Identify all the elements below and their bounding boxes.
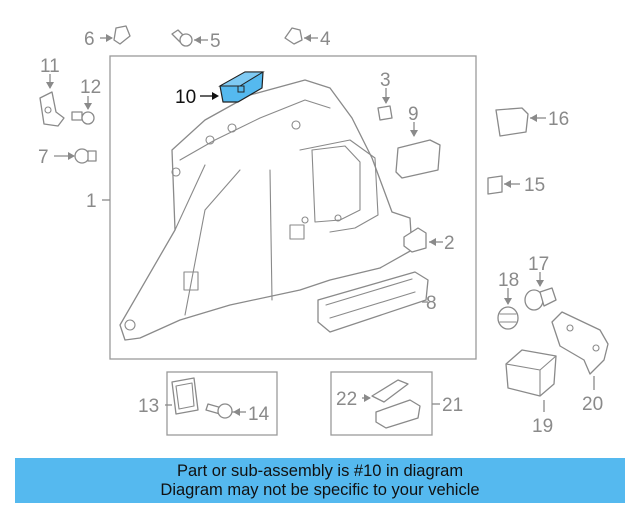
part-9-cover: [395, 122, 441, 179]
callout-11: 11: [40, 56, 60, 77]
callout-13: 13: [138, 396, 159, 417]
callout-5: 5: [210, 31, 221, 52]
callout-labels: 1 2 3 4 5 6 7 8 9 10 11 12 13 14 15 16 1…: [38, 29, 603, 437]
banner-line-part: Part or sub-assembly is #10 in diagram: [176, 462, 464, 480]
callout-18: 18: [498, 270, 519, 291]
callout-15: 15: [524, 175, 545, 196]
part-21-holder: [375, 399, 440, 429]
part-3-clip: [377, 88, 393, 121]
callout-6: 6: [84, 29, 95, 50]
part-11-bracket: [39, 74, 65, 127]
part-6-clip: [100, 25, 131, 45]
main-assembly-frame: [109, 55, 477, 360]
callout-8: 8: [426, 293, 437, 314]
callout-16: 16: [548, 109, 569, 130]
sub-assembly-frame-13-14: [166, 371, 278, 436]
callout-7: 7: [38, 147, 49, 168]
part-2-clip: [403, 227, 443, 253]
callout-21: 21: [442, 395, 463, 416]
callout-2: 2: [444, 233, 455, 254]
banner-line-disclaimer: Diagram may not be specific to your vehi…: [160, 481, 480, 499]
part-13-cover: [165, 377, 199, 415]
part-4-fastener: [284, 27, 318, 45]
callout-1: 1: [86, 191, 97, 212]
callout-12: 12: [80, 77, 101, 98]
info-banner: Part or sub-assembly is #10 in diagram D…: [15, 458, 625, 503]
part-22-clip: [362, 379, 409, 403]
callout-3: 3: [380, 70, 391, 91]
part-15-patch: [487, 175, 520, 195]
callout-20: 20: [582, 394, 603, 415]
callout-19: 19: [532, 416, 553, 437]
callout-9: 9: [408, 104, 419, 125]
part-1-quarter-trim-panel: [119, 79, 413, 341]
part-14-screw: [205, 403, 246, 419]
callout-10: 10: [175, 87, 196, 108]
part-8-scuff-plate: [317, 271, 429, 333]
part-18-grommet: [497, 288, 519, 330]
part-10-bracket: [218, 71, 265, 103]
part-17-plug: [524, 272, 557, 311]
callout-4: 4: [320, 29, 331, 50]
part-12-screw: [71, 96, 95, 125]
part-5-screw: [171, 29, 208, 47]
callout-22: 22: [336, 389, 357, 410]
callout-14: 14: [248, 404, 270, 425]
part-16-pad: [495, 107, 546, 137]
part-20-bracket: [551, 311, 609, 390]
part-19-housing: [505, 349, 557, 412]
parts-diagram: 1 2 3 4 5 6 7 8 9 10 11 12 13 14 15 16 1…: [38, 25, 609, 437]
callout-17: 17: [528, 254, 549, 275]
part-7-push-pin: [54, 148, 97, 164]
